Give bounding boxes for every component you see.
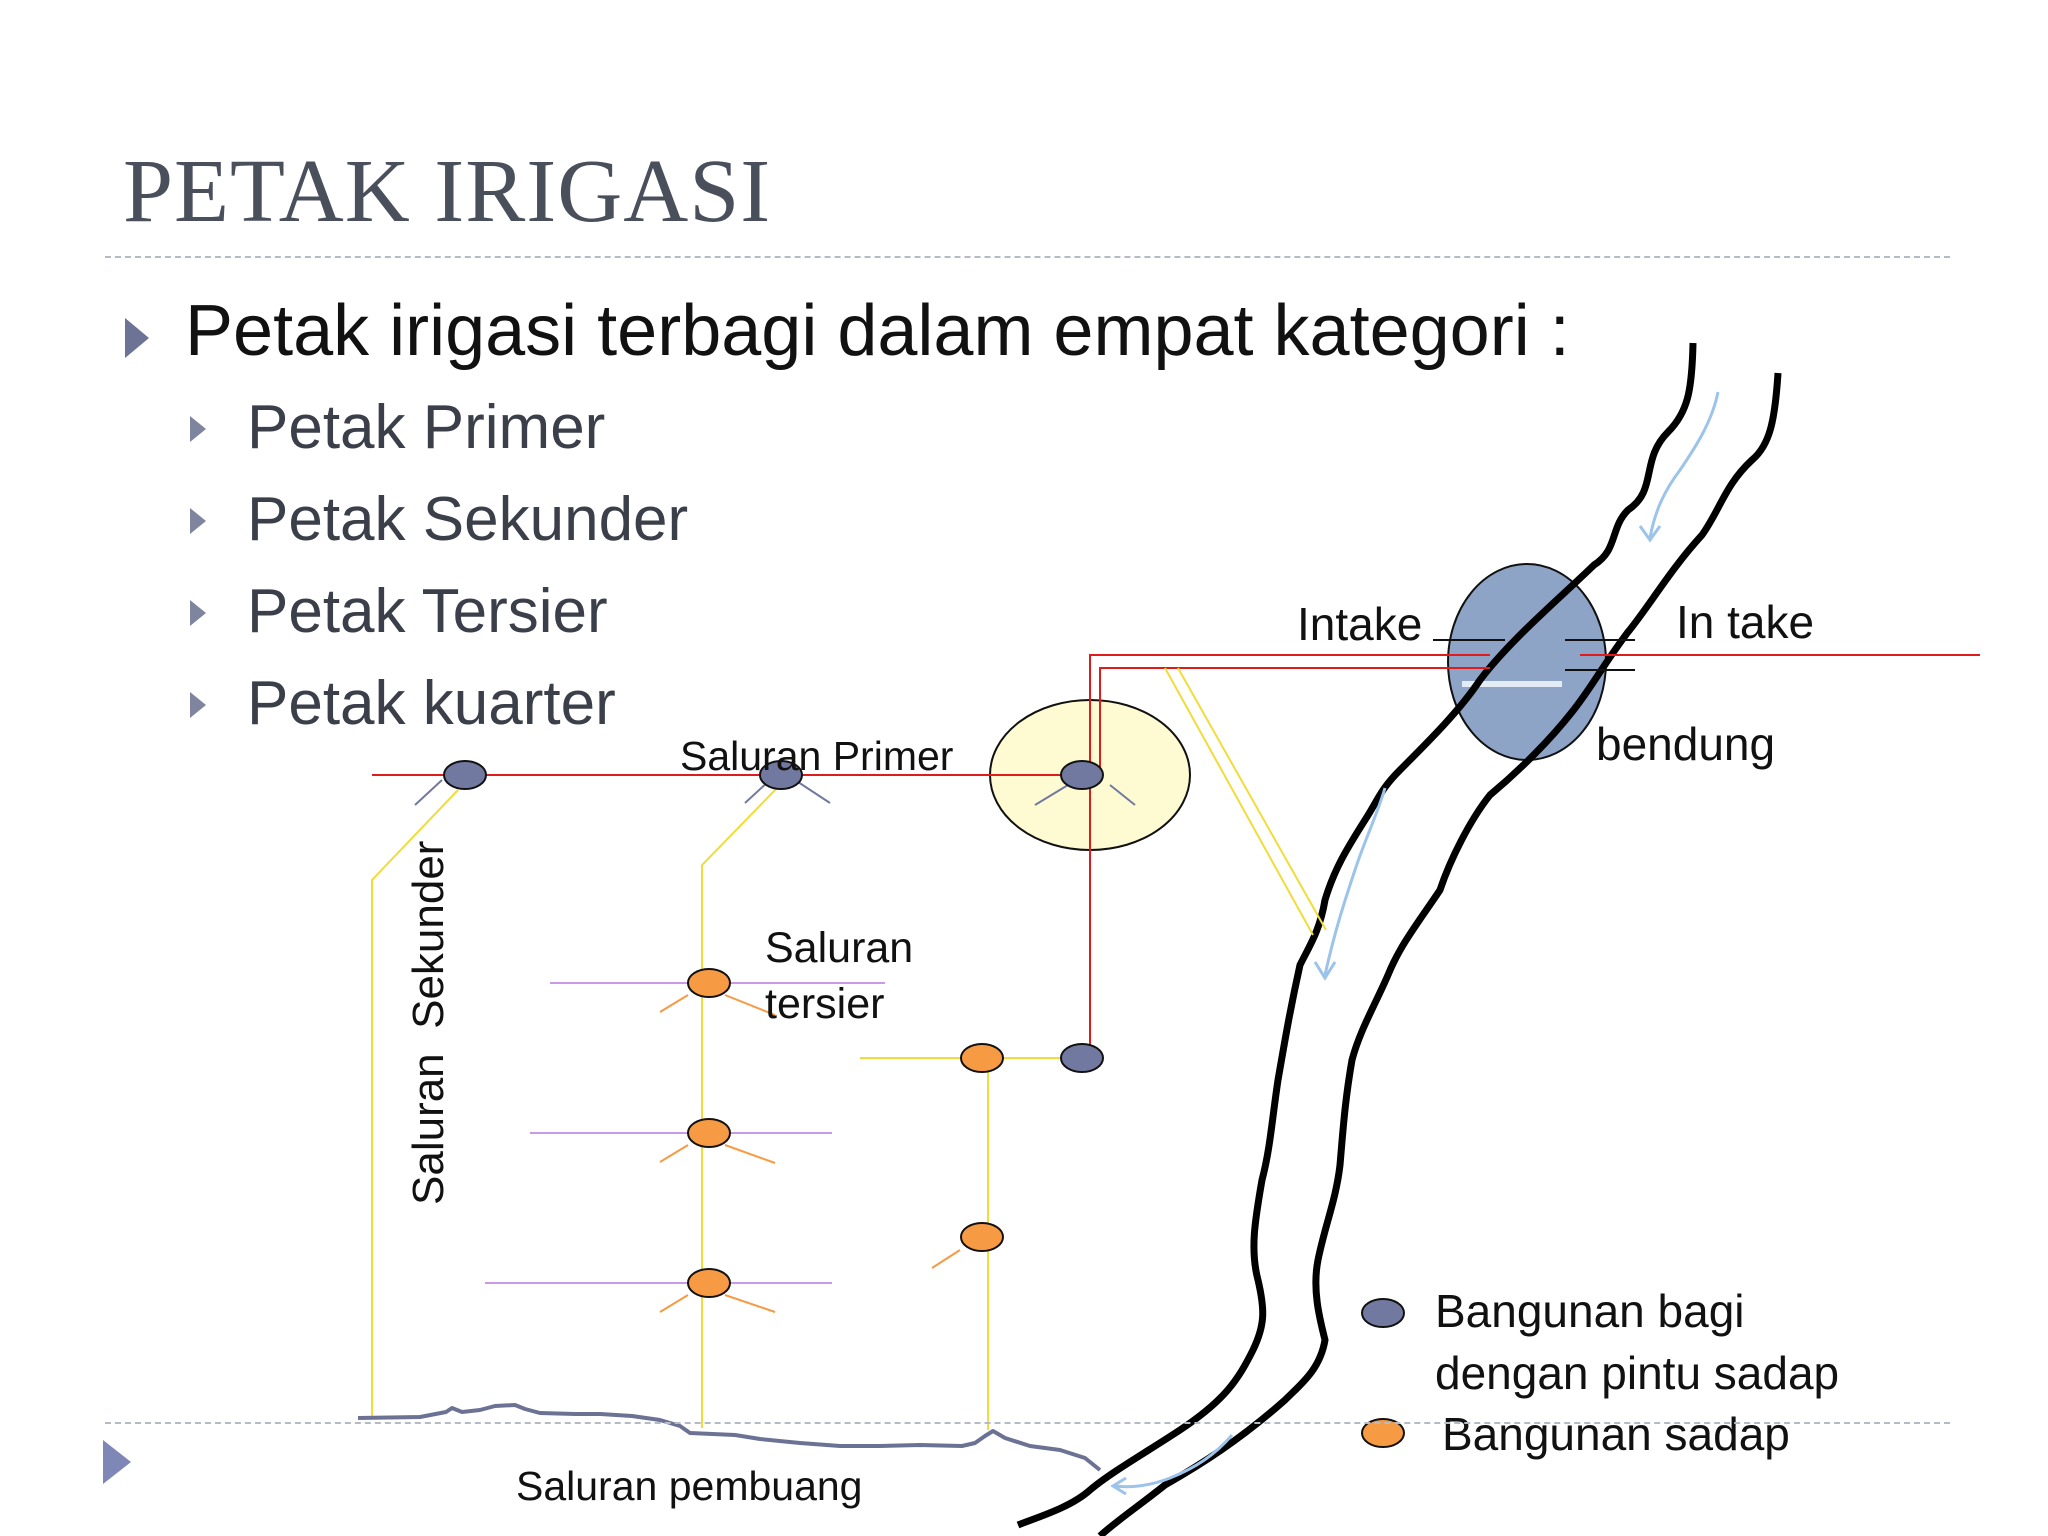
- bangunan-sadap-node: [687, 1268, 731, 1298]
- river-bank-right: [1097, 372, 1782, 1536]
- saluran-primer-label: Saluran Primer: [680, 733, 953, 779]
- bangunan-sadap-node: [960, 1043, 1004, 1073]
- bangunan-sadap-node: [687, 1118, 731, 1148]
- sub-bullet-marker: [190, 416, 206, 442]
- bendung-label: bendung: [1596, 718, 1775, 770]
- flow-arrow-icon: [1114, 1434, 1234, 1489]
- node-branch-line: [724, 1294, 776, 1313]
- sub-bullet-petak-primer: Petak Primer: [247, 393, 606, 462]
- sub-bullet-marker: [190, 600, 206, 626]
- node-branch-line: [659, 1144, 689, 1163]
- flow-arrow-icon: [1323, 787, 1387, 976]
- slide-title: PETAK IRIGASI: [123, 142, 772, 241]
- bangunan-bagi-node: [1060, 1043, 1104, 1073]
- bangunan-bagi-node: [759, 760, 803, 790]
- legend-bagi-label-line1: Bangunan bagi: [1435, 1285, 1745, 1337]
- saluran-pembuang-label: Saluran pembuang: [516, 1463, 862, 1509]
- sub-bullet-marker: [190, 692, 206, 718]
- saluran-tersier-label-2: tersier: [765, 980, 884, 1028]
- node-branch-line: [1109, 784, 1136, 806]
- node-branch-line: [414, 779, 443, 806]
- node-branch-line: [659, 1294, 689, 1313]
- flow-arrow-head-icon: [1313, 961, 1337, 981]
- sub-bullet-petak-kuarter: Petak kuarter: [247, 669, 616, 738]
- main-bullet-text: Petak irigasi terbagi dalam empat katego…: [185, 291, 1570, 371]
- intake-left-label: Intake: [1297, 598, 1422, 650]
- bangunan-bagi-node: [443, 760, 487, 790]
- node-branch-line: [931, 1249, 961, 1269]
- footer-divider: [105, 1422, 1950, 1424]
- node-branch-line: [724, 994, 776, 1016]
- saluran-tersier-label: Saluran: [765, 924, 913, 972]
- secondary-canal-diagonal: [1177, 667, 1327, 931]
- slide-arrow-icon: [103, 1440, 131, 1484]
- sub-bullet-marker: [190, 508, 206, 534]
- title-divider: [105, 256, 1950, 258]
- secondary-canal-line: [701, 784, 781, 1428]
- bangunan-sadap-node: [687, 968, 731, 998]
- river-bank-left: [1016, 342, 1697, 1529]
- flow-arrow-head-icon: [1110, 1476, 1127, 1496]
- legend-sadap-label: Bangunan sadap: [1442, 1408, 1790, 1460]
- legend-sadap-marker-icon: [1361, 1418, 1405, 1448]
- saluran-pembuang-line: [357, 1403, 1102, 1472]
- saluran-sekunder-line: [371, 789, 459, 1417]
- primary-canal-main: [1089, 654, 1490, 1058]
- bangunan-sadap-node: [960, 1222, 1004, 1252]
- sub-bullet-petak-tersier: Petak Tersier: [247, 577, 608, 646]
- flow-arrow-icon: [1648, 391, 1720, 539]
- primary-canal-branch: [1099, 667, 1490, 770]
- intake-right-label: In take: [1676, 596, 1814, 648]
- bendung-area: [1447, 563, 1607, 761]
- sub-bullet-petak-sekunder: Petak Sekunder: [247, 485, 689, 554]
- legend: Bangunan bagi dengan pintu sadap Banguna…: [1361, 1285, 1839, 1460]
- secondary-canal-diagonal: [1164, 667, 1314, 936]
- main-bullet-marker: [125, 318, 149, 358]
- node-branch-line: [724, 1144, 776, 1164]
- node-branch-line: [794, 779, 831, 804]
- node-branch-line: [659, 994, 689, 1013]
- legend-bagi-label-line2: dengan pintu sadap: [1435, 1347, 1839, 1399]
- legend-bagi-marker-icon: [1361, 1298, 1405, 1328]
- node-branch-line: [1034, 784, 1069, 806]
- bangunan-bagi-node: [1060, 760, 1104, 790]
- saluran-sekunder-label: Saluran Sekunder: [404, 841, 453, 1205]
- flow-arrow-head-icon: [1638, 525, 1662, 543]
